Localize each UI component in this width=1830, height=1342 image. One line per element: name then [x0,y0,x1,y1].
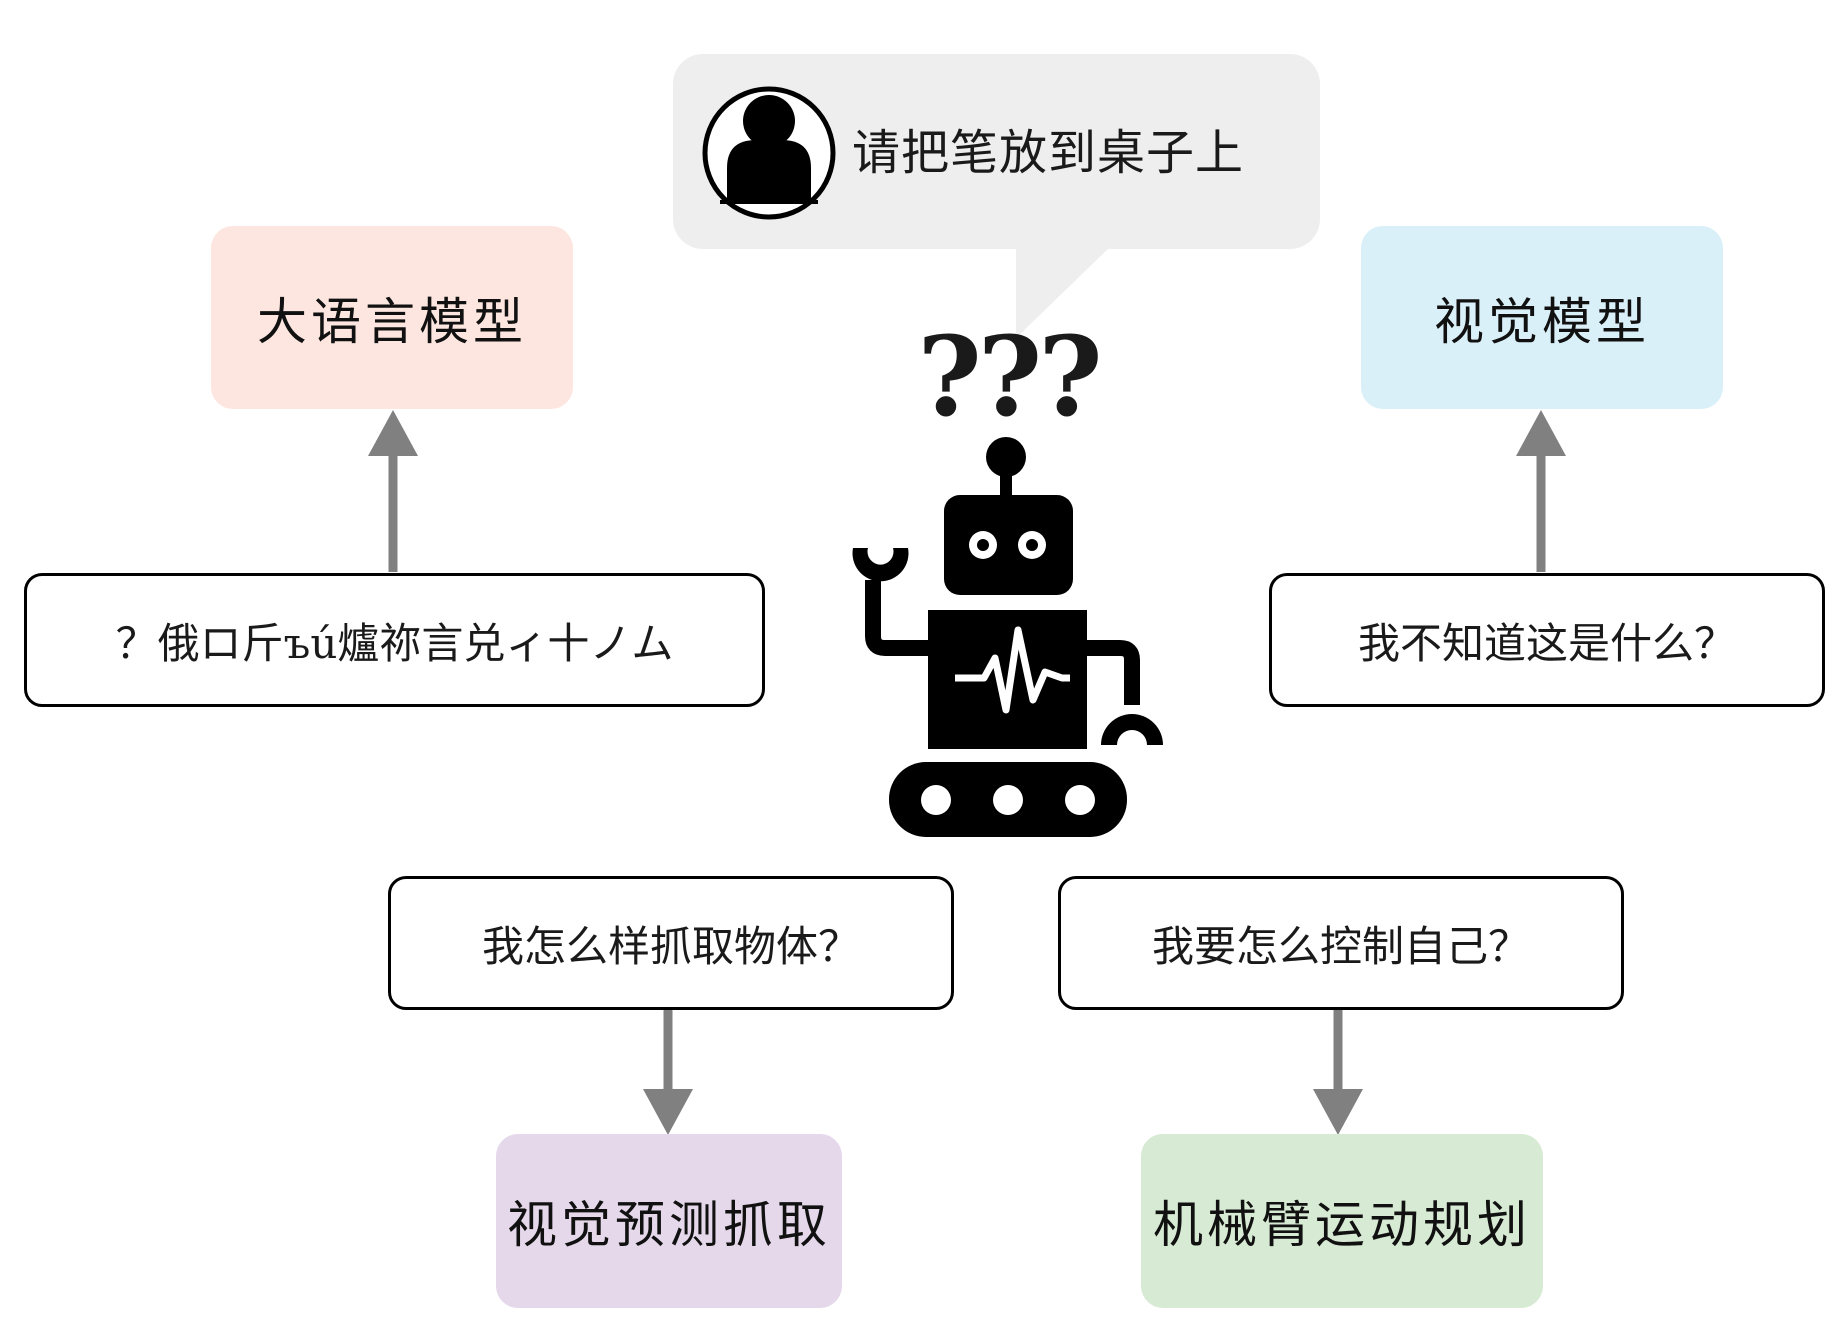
vision-module-box: 视觉模型 [1361,226,1723,409]
robot-icon [852,437,1163,837]
grasp-module-label: 视觉预测抓取 [507,1196,831,1254]
vision-question-text: 我不知道这是什么？ [1357,618,1736,668]
motion-module-label: 机械臂运动规划 [1153,1196,1531,1254]
llm-module-label: 大语言模型 [257,292,527,351]
arrow-to-llm [368,410,418,572]
control-question-text: 我要怎么控制自己？ [1151,921,1530,971]
language-question-box: ？俄ロ斤ъú爐祢言兑ィ十ノム [24,573,765,707]
grasp-question-text: 我怎么样抓取物体？ [481,921,860,971]
grasp-module-box: 视觉预测抓取 [496,1134,842,1308]
arrow-to-motion [1313,1005,1363,1135]
grasp-question-box: 我怎么样抓取物体？ [388,876,954,1010]
user-avatar-icon [702,86,836,220]
llm-module-box: 大语言模型 [211,226,573,409]
vision-module-label: 视觉模型 [1434,292,1650,351]
arrow-to-grasp [643,1005,693,1135]
arrow-to-vision [1516,410,1566,572]
speech-bubble [673,54,1320,338]
question-marks: ??? [917,312,1102,441]
motion-module-box: 机械臂运动规划 [1141,1134,1543,1308]
control-question-box: 我要怎么控制自己？ [1058,876,1624,1010]
speech-text: 请把笔放到桌子上 [852,125,1245,181]
vision-question-box: 我不知道这是什么？ [1269,573,1825,707]
language-question-text: ？俄ロ斤ъú爐祢言兑ィ十ノム [115,618,674,668]
